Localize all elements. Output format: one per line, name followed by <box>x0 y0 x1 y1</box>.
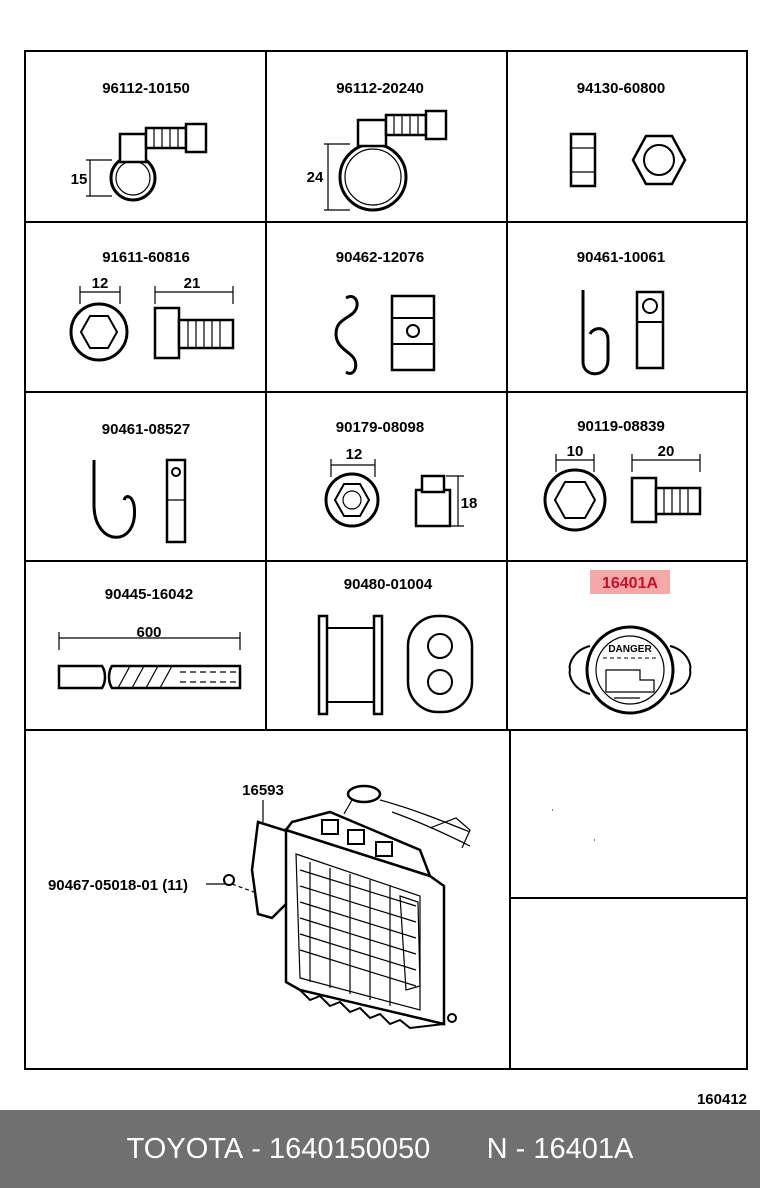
cell-flange-bolt-2: 90119-08839 10 20 <box>543 418 702 532</box>
part-number: 90179-08098 <box>336 419 424 436</box>
dim-label: 12 <box>92 275 109 292</box>
footer-n-prefix: N <box>486 1132 508 1165</box>
cell-flange-bolt: 91611-60816 12 21 <box>69 249 235 362</box>
hook-clip-icon <box>581 290 665 376</box>
diagram-code: 160412 <box>697 1091 747 1108</box>
cell-j-hook: 90461-08527 <box>92 421 190 544</box>
radiator-icon <box>250 784 471 1030</box>
cell-grommet: 90480-01004 <box>317 576 474 716</box>
parts-diagram: 96112-10150 15 96112-20240 <box>24 50 748 1108</box>
j-hook-icon <box>92 458 187 544</box>
part-number: 90445-16042 <box>105 586 193 603</box>
cell-radiator-cap: 16401A DANGER <box>568 570 692 715</box>
footer-part-number: 1640150050 <box>268 1132 431 1165</box>
part-number: 90461-10061 <box>577 249 665 266</box>
hose-icon <box>57 664 242 690</box>
part-number-highlighted: 16401A <box>602 575 658 592</box>
cell-hose-clamp-small: 96112-10150 15 <box>71 80 208 202</box>
part-number: 91611-60816 <box>102 249 190 266</box>
cell-hose: 90445-16042 600 <box>57 586 242 690</box>
footer-gap <box>430 1133 486 1166</box>
grid-lines <box>24 50 748 1070</box>
dim-label: 600 <box>136 624 161 641</box>
dim-label: 20 <box>658 443 675 460</box>
footer-separator: - <box>507 1132 534 1165</box>
part-number: 90461-08527 <box>102 421 190 438</box>
dim-label: 21 <box>184 275 201 292</box>
dim-label: 10 <box>567 443 584 460</box>
screw-icon <box>223 874 235 886</box>
callout-screw: 90467-05018-01 (11) <box>48 877 188 894</box>
dim-label: 24 <box>307 169 324 186</box>
flange-bolt-icon <box>69 302 235 362</box>
assembly-view: 16593 90467-05018-01 (11) <box>48 782 471 1030</box>
cell-nut: 94130-60800 <box>569 80 687 188</box>
part-number: 96112-20240 <box>336 80 424 97</box>
part-number: 94130-60800 <box>577 80 665 97</box>
radiator-cap-icon: DANGER <box>568 625 692 715</box>
cap-label: DANGER <box>608 644 652 655</box>
part-number: 90480-01004 <box>344 576 433 593</box>
flange-bolt-icon <box>543 468 702 532</box>
nut-icon <box>569 132 687 188</box>
flange-nut-icon <box>324 472 452 528</box>
grommet-icon <box>317 614 474 716</box>
footer-bar: TOYOTA - 1640150050 N - 16401A <box>0 1110 760 1188</box>
cell-clip: 90462-12076 <box>334 249 436 375</box>
cell-hook-clip: 90461-10061 <box>577 249 665 376</box>
part-number: 96112-10150 <box>102 80 190 97</box>
footer-brand: TOYOTA <box>126 1132 244 1165</box>
hose-clamp-icon <box>338 109 448 212</box>
dim-label: 12 <box>346 446 363 463</box>
hose-clamp-icon <box>109 122 208 202</box>
footer-ref: 16401A <box>533 1132 634 1165</box>
dim-label: 18 <box>461 495 478 512</box>
cell-hose-clamp-large: 96112-20240 24 <box>307 80 448 212</box>
callout-radiator: 16593 <box>242 782 284 799</box>
dim-label: 15 <box>71 171 88 188</box>
part-number: 90119-08839 <box>577 418 665 435</box>
highlight-box <box>590 570 670 594</box>
cell-flange-nut: 90179-08098 12 18 <box>324 419 478 528</box>
footer-separator: - <box>243 1132 269 1165</box>
clip-icon <box>334 294 436 375</box>
part-number: 90462-12076 <box>336 249 424 266</box>
